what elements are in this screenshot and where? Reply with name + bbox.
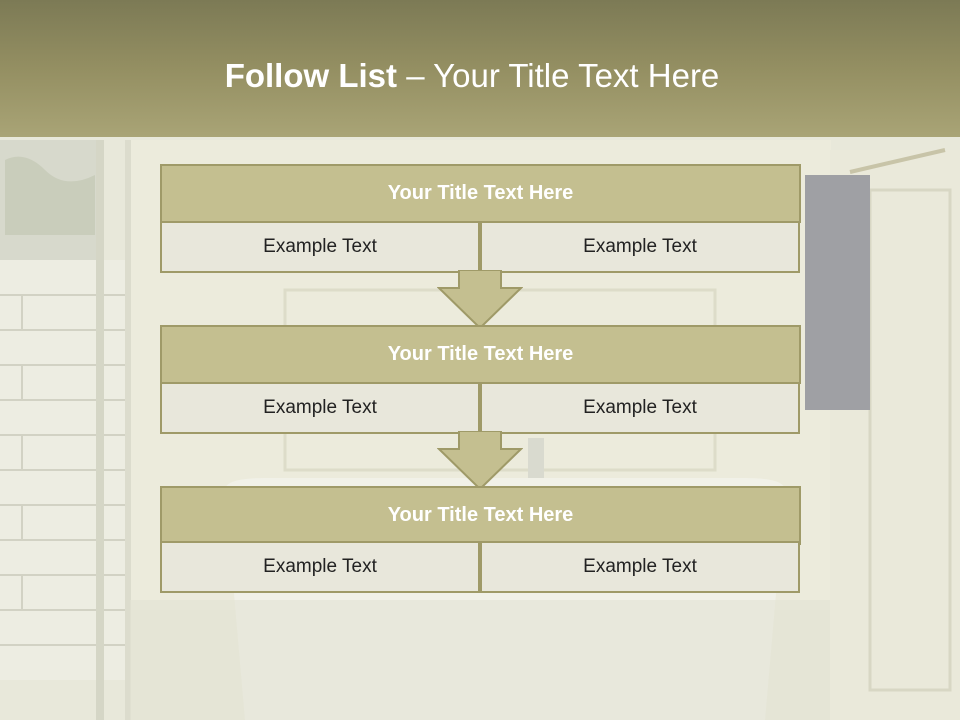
block-title: Your Title Text Here — [160, 486, 801, 545]
slide-title: Follow List – Your Title Text Here — [0, 54, 944, 98]
down-arrow-icon — [437, 270, 523, 330]
down-arrow-icon — [437, 431, 523, 491]
block-cell-left: Example Text — [160, 541, 480, 593]
block-cell-right: Example Text — [480, 541, 800, 593]
block-title: Your Title Text Here — [160, 325, 801, 384]
block-cell-right: Example Text — [480, 382, 800, 434]
block-cell-left: Example Text — [160, 221, 480, 273]
block-cell-right: Example Text — [480, 221, 800, 273]
header-band — [0, 0, 960, 137]
block-cell-left: Example Text — [160, 382, 480, 434]
title-bold: Follow List — [224, 57, 398, 94]
title-rest: – Your Title Text Here — [397, 57, 720, 94]
block-title: Your Title Text Here — [160, 164, 801, 223]
